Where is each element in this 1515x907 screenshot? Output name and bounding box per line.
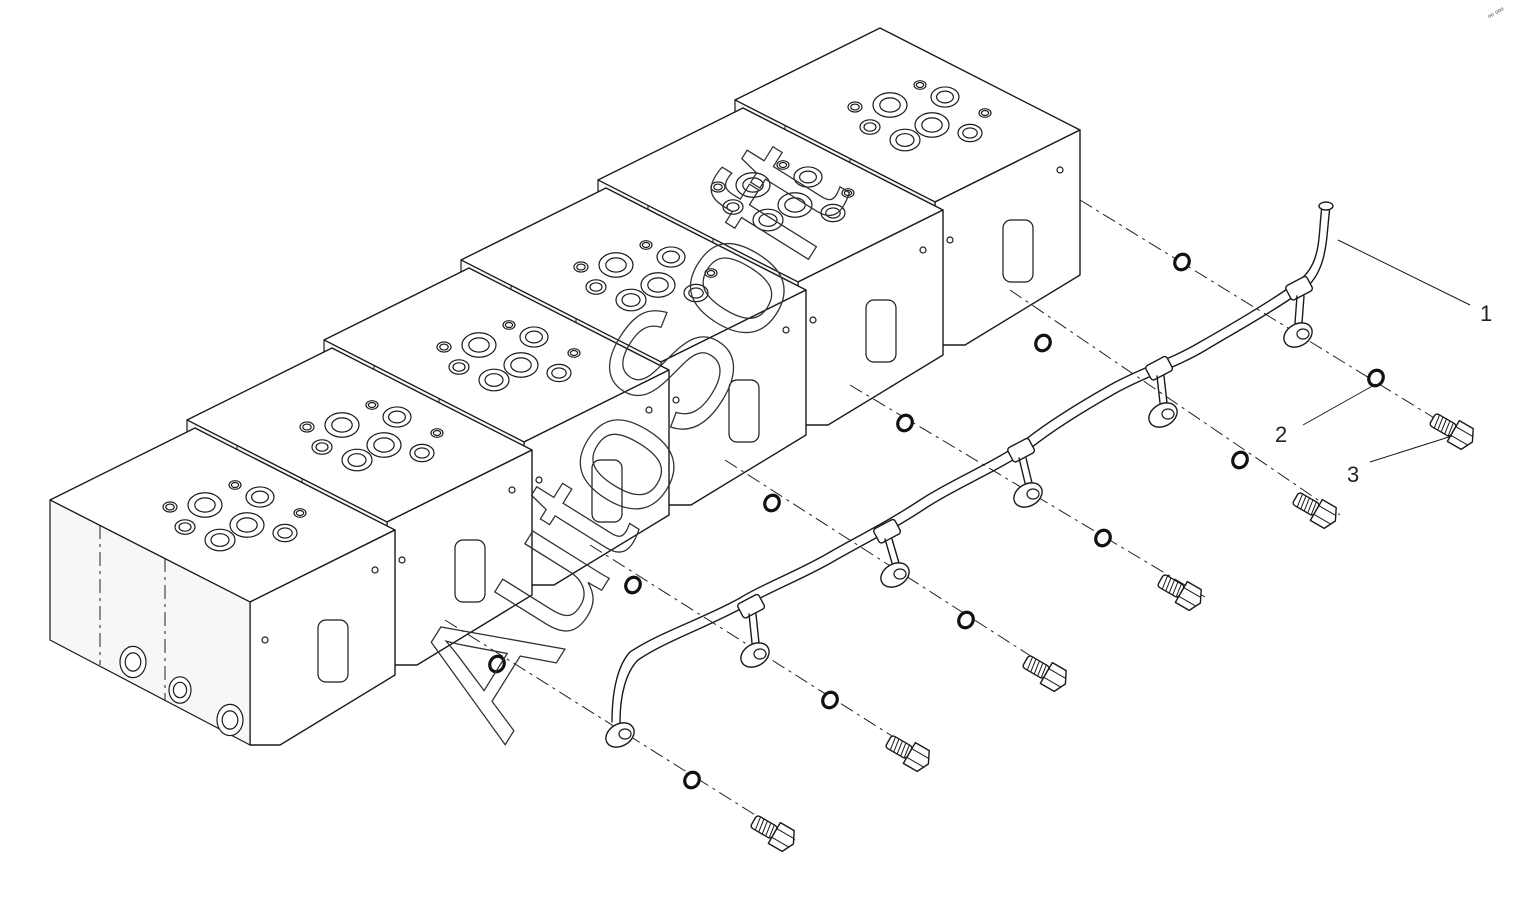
banjo-bolt-2 — [1292, 492, 1337, 530]
sealing-washer — [624, 575, 642, 595]
callout-leaders — [1302, 239, 1471, 463]
cylinder-head-assembly — [49, 27, 1081, 746]
sealing-washer — [957, 610, 975, 630]
sealing-washer — [821, 690, 839, 710]
corner-mark: ᵒᵒ ᵒᵒᵒ — [1487, 5, 1507, 21]
banjo-bolt-6 — [750, 815, 795, 853]
banjo-fitting-5 — [737, 593, 770, 668]
callout-1: 1 — [1480, 301, 1492, 326]
sealing-washer — [488, 654, 506, 674]
sealing-washer — [683, 770, 701, 790]
sealing-washer — [1231, 450, 1249, 470]
sealing-washers — [488, 252, 1385, 790]
banjo-bolt-4 — [1022, 655, 1067, 693]
banjo-bolt-3 — [1157, 574, 1202, 612]
banjo-fitting-2 — [1145, 355, 1178, 428]
cylinder-head-1 — [49, 427, 396, 746]
banjo-bolt-5 — [885, 735, 930, 773]
sealing-washer — [1034, 333, 1052, 353]
leak-off-pipe — [605, 201, 1334, 748]
cylinder-head-end-bores — [119, 645, 244, 737]
sealing-washer — [1367, 368, 1385, 388]
callout-2: 2 — [1275, 422, 1287, 447]
banjo-fitting-6 — [605, 722, 635, 748]
sealing-washer — [1094, 528, 1112, 548]
banjo-bolt-1 — [1429, 413, 1474, 451]
banjo-bolts — [750, 413, 1474, 853]
banjo-fitting-4 — [873, 518, 910, 588]
sealing-washer — [763, 493, 781, 513]
banjo-fitting-3 — [1007, 437, 1043, 508]
sealing-washer — [896, 413, 914, 433]
sealing-washer — [1173, 252, 1191, 272]
callout-3: 3 — [1347, 462, 1359, 487]
banjo-fitting-1 — [1283, 275, 1314, 348]
